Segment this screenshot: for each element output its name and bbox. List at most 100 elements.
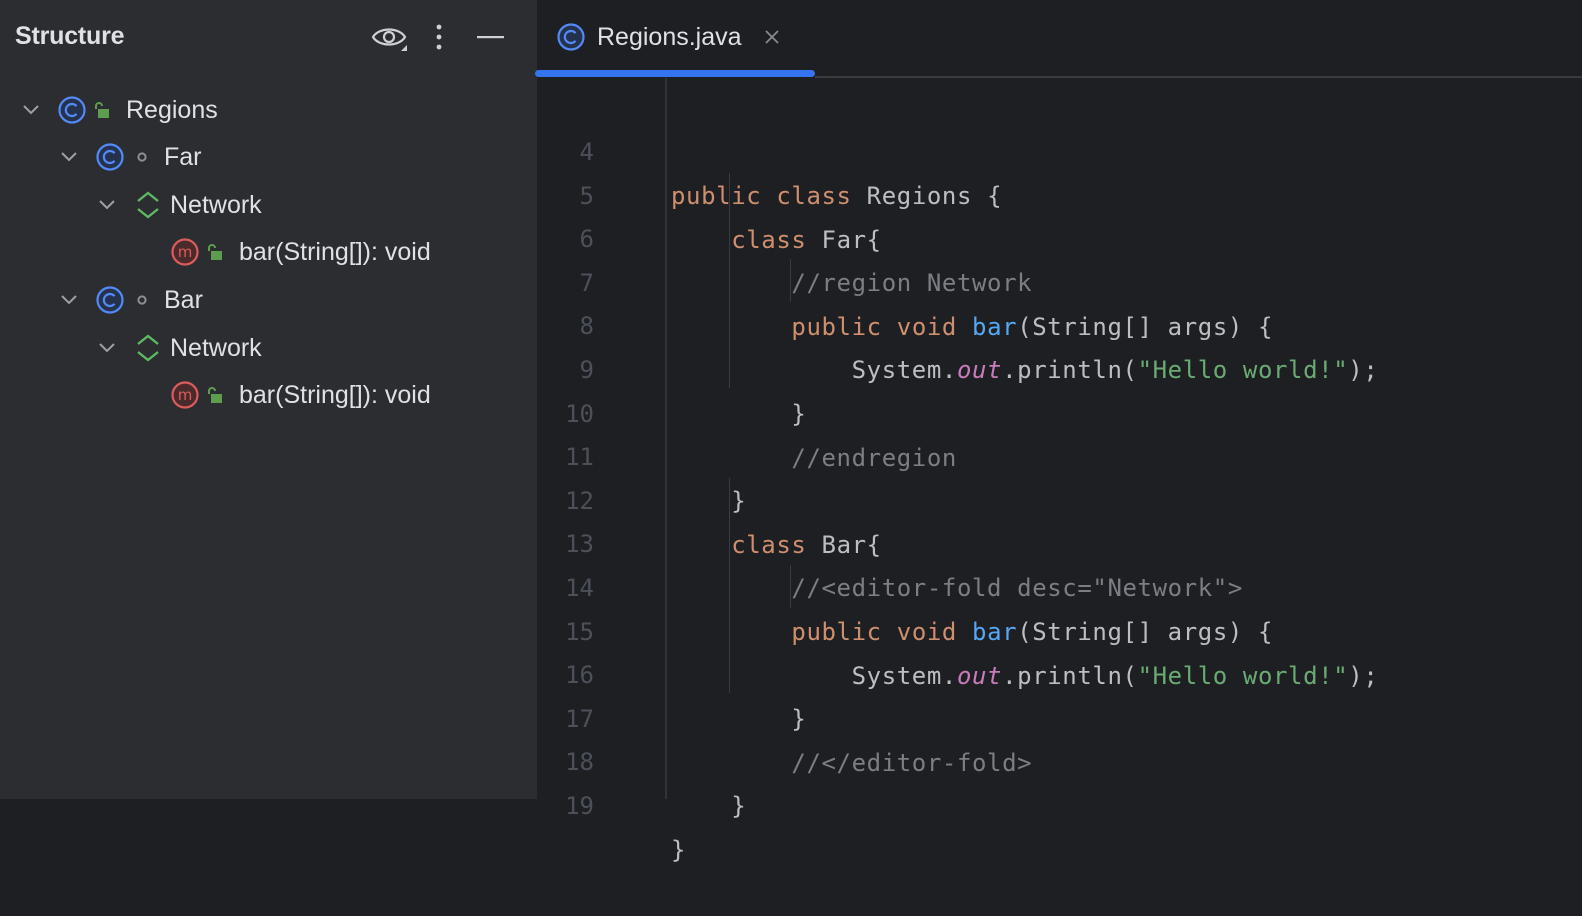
keyword: class xyxy=(731,530,807,559)
package-private-icon xyxy=(133,291,151,309)
method-icon: m xyxy=(171,238,199,266)
chevron-down-icon[interactable] xyxy=(20,99,42,121)
tree-item-bar-method[interactable]: m bar(String[]): void xyxy=(0,372,537,418)
indent-guide xyxy=(790,259,791,302)
class-icon xyxy=(557,23,585,51)
hide-panel-button[interactable] xyxy=(474,18,508,56)
class-icon xyxy=(96,143,124,171)
punctuation: } xyxy=(671,836,687,864)
identifier: Bar{ xyxy=(821,530,882,559)
code-line: 9 } xyxy=(537,304,1582,428)
active-tab-indicator xyxy=(535,70,815,77)
public-lock-icon xyxy=(206,243,224,261)
parameters: (String[] args) { xyxy=(1017,618,1274,646)
eye-icon xyxy=(371,28,407,51)
code-line: 13 //<editor-fold desc="Network"> xyxy=(537,478,1582,602)
tree-item-regions[interactable]: Regions xyxy=(0,87,537,133)
chevron-down-icon[interactable] xyxy=(96,337,118,359)
punctuation: } xyxy=(791,705,807,734)
more-options-button[interactable] xyxy=(428,18,450,56)
chevron-down-icon[interactable] xyxy=(96,194,118,216)
tree-item-network-region[interactable]: Network xyxy=(0,325,537,371)
identifier: Far{ xyxy=(821,225,882,254)
chevron-down-icon[interactable] xyxy=(58,289,80,311)
code-line: 6 //region Network xyxy=(537,173,1582,297)
identifier: Regions { xyxy=(866,182,1003,210)
code-line: 11 } xyxy=(537,391,1582,515)
line-number: 10 xyxy=(565,399,594,428)
view-options-button[interactable] xyxy=(370,18,410,56)
line-number: 9 xyxy=(579,356,594,384)
code-line: 19 } xyxy=(537,740,1582,864)
tree-item-bar-class[interactable]: Bar xyxy=(0,277,537,323)
code-line: 4 public class Regions { xyxy=(537,86,1582,210)
punctuation: } xyxy=(731,792,747,821)
tree-item-label: Network xyxy=(170,333,262,362)
class-icon xyxy=(96,286,124,314)
close-icon xyxy=(764,30,779,44)
method-name: bar xyxy=(972,618,1018,646)
parameters: (String[] args) { xyxy=(1017,312,1274,341)
tree-item-label: Far xyxy=(164,142,202,171)
code-line: 12 class Bar{ xyxy=(537,435,1582,559)
line-number: 6 xyxy=(579,225,594,254)
line-number: 5 xyxy=(579,181,594,210)
tree-item-network-region[interactable]: Network xyxy=(0,182,537,228)
more-vertical-icon xyxy=(436,24,442,50)
line-number: 8 xyxy=(579,312,594,341)
code-editor[interactable]: Regions.java 4 public class Regions { 5 … xyxy=(535,0,1582,864)
identifier: .println( xyxy=(1002,356,1138,385)
tree-item-label: Network xyxy=(170,190,262,219)
indent-guide xyxy=(729,478,730,693)
indent-guide xyxy=(790,565,791,608)
code-line: 8 System.out.println("Hello world!"); xyxy=(537,260,1582,384)
tab-label: Regions.java xyxy=(597,22,742,51)
comment: //endregion xyxy=(791,443,957,472)
line-number: 17 xyxy=(565,704,594,733)
comment: //region Network xyxy=(791,269,1033,298)
code-line: 14 public void bar(String[] args) { xyxy=(537,522,1582,646)
punctuation: ); xyxy=(1348,661,1379,690)
comment: //</editor-fold> xyxy=(791,748,1033,777)
tab-regions-java[interactable]: Regions.java xyxy=(557,14,782,60)
identifier: System. xyxy=(851,356,957,385)
close-tab-button[interactable] xyxy=(762,27,782,47)
tree-item-far[interactable]: Far xyxy=(0,134,537,180)
static-field: out xyxy=(956,661,1003,690)
public-lock-icon xyxy=(206,386,224,404)
region-icon xyxy=(134,334,162,362)
line-number: 16 xyxy=(565,661,594,690)
keyword: void xyxy=(896,312,957,341)
tab-bar-divider xyxy=(815,76,1582,78)
keyword: public xyxy=(791,618,882,646)
line-number: 19 xyxy=(565,792,594,820)
svg-text:m: m xyxy=(178,386,193,404)
line-number: 13 xyxy=(565,530,594,559)
tree-item-bar-method[interactable]: m bar(String[]): void xyxy=(0,229,537,275)
tree-item-label: Regions xyxy=(126,95,218,124)
line-number: 18 xyxy=(565,748,594,777)
public-lock-icon xyxy=(93,101,111,119)
comment: //<editor-fold desc="Network"> xyxy=(791,574,1243,603)
code-line: 17 //</editor-fold> xyxy=(537,653,1582,777)
tree-item-label: bar(String[]): void xyxy=(239,237,431,266)
chevron-down-icon[interactable] xyxy=(58,146,80,168)
minimize-icon xyxy=(477,36,504,39)
keyword: public xyxy=(671,182,762,210)
package-private-icon xyxy=(133,148,151,166)
region-icon xyxy=(134,191,162,219)
keyword: class xyxy=(776,182,852,210)
static-field: out xyxy=(956,356,1003,385)
line-number: 11 xyxy=(565,443,594,472)
punctuation: } xyxy=(731,487,747,516)
keyword: class xyxy=(731,225,807,254)
line-number: 15 xyxy=(565,617,594,646)
code-line: 7 public void bar(String[] args) { xyxy=(537,217,1582,341)
tree-item-label: bar(String[]): void xyxy=(239,380,431,409)
code-line: 15 System.out.println("Hello world!"); xyxy=(537,566,1582,690)
string-literal: "Hello world!" xyxy=(1137,661,1349,690)
gutter-divider xyxy=(665,78,667,799)
punctuation: ); xyxy=(1348,356,1379,385)
tree-item-label: Bar xyxy=(164,285,203,314)
punctuation: } xyxy=(791,400,807,428)
